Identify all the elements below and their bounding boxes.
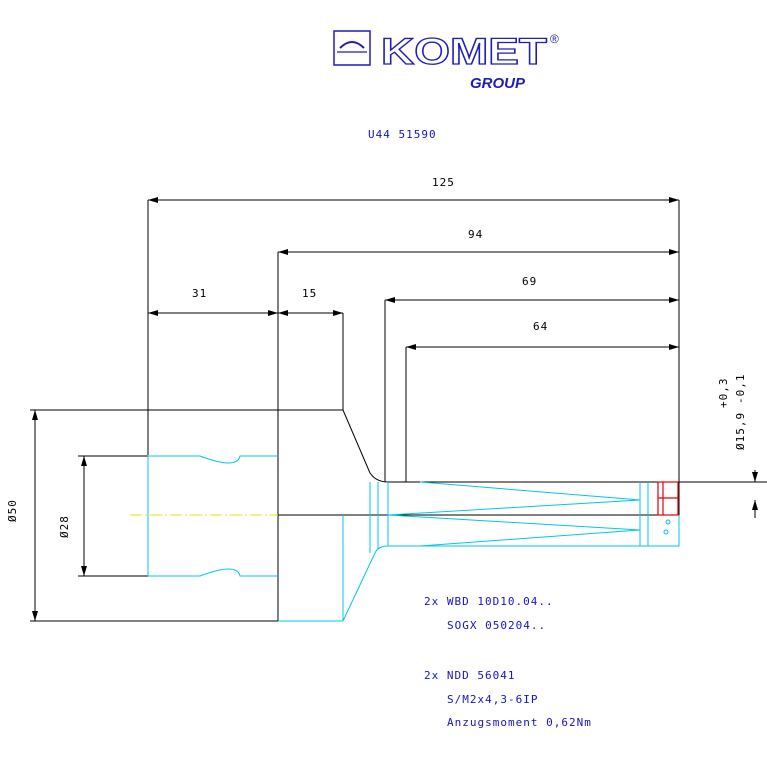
dimension-15: 15 [278,287,344,410]
dimension-94: 94 [277,228,679,410]
note-line-3: 2x NDD 56041 [424,669,515,682]
note-line-4: S/M2x4,3-6IP [447,693,538,706]
dimension-dia-28: Ø28 [58,455,148,577]
tool-outline [148,409,680,621]
dimension-dia-50: Ø50 [6,409,278,622]
cutting-insert [657,481,679,516]
dimension-69: 69 [384,275,679,482]
logo-emblem-icon [333,30,371,66]
dim-31-label: 31 [192,287,207,300]
tool-section-cyan [147,455,680,622]
logo-group: GROUP [470,75,526,92]
dim-125-label: 125 [432,176,455,189]
logo-registered-mark: ® [550,32,559,46]
dim-tol-upper: +0,3 [717,378,730,409]
komet-logo: KOMET ® GROUP [333,30,559,92]
note-line-1: 2x WBD 10D10.04.. [424,595,554,608]
dimension-overall: 125 [147,176,680,485]
dimension-31: 31 [148,287,278,316]
dim-64-label: 64 [533,320,548,333]
notes-block: 2x WBD 10D10.04.. SOGX 050204.. 2x NDD 5… [424,595,592,729]
dim-tol-lower: -0,1 [734,374,747,405]
dim-94-label: 94 [468,228,483,241]
dim-dia-28-label: Ø28 [58,515,71,538]
note-line-2: SOGX 050204.. [447,619,546,632]
part-number: U44 51590 [368,128,437,141]
note-line-5: Anzugsmoment 0,62Nm [447,716,592,729]
dim-dia-tip-label: Ø15,9 [734,412,747,450]
dim-15-label: 15 [302,287,317,300]
dim-dia-50-label: Ø50 [6,499,19,522]
dim-69-label: 69 [522,275,537,288]
logo-name: KOMET [381,31,547,72]
dimension-64: 64 [405,320,679,482]
dimension-dia-tip: Ø15,9 +0,3 -0,1 [679,374,767,518]
logo-arc-icon [339,41,365,49]
